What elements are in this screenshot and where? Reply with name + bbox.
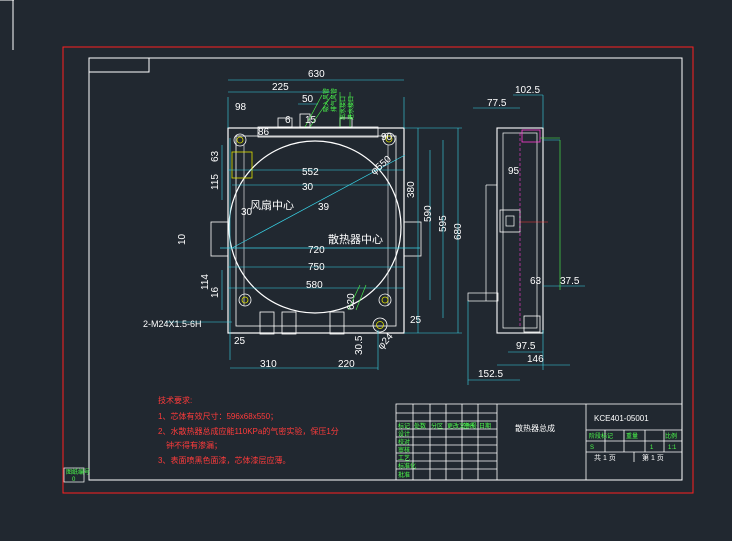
frame-tag-box <box>88 57 150 73</box>
dim-620: 620 <box>346 293 357 310</box>
corner-stamp: 图纸编号 0 <box>63 467 90 483</box>
stage-header-3: 比例 <box>665 432 677 440</box>
dim-50: 50 <box>302 94 314 105</box>
sheet-outer-border <box>62 46 694 494</box>
sign-row-1: 设计 <box>398 430 410 438</box>
dim-102-5: 102.5 <box>515 85 540 96</box>
dim-97-5: 97.5 <box>516 341 536 352</box>
dim-595: 595 <box>438 215 449 232</box>
green-label-1: 吸入风管 <box>322 88 330 112</box>
notes-line-3: 钟不得有渗漏； <box>166 440 222 450</box>
dim-10: 10 <box>177 233 188 245</box>
notes-line-4: 3、表面喷黑色面漆，芯体漆层应薄。 <box>158 455 290 465</box>
sign-row-6: 批准 <box>398 471 410 479</box>
side-view <box>467 94 585 385</box>
stage-header-1: 阶段标记 <box>589 432 613 440</box>
green-label-3: 出水接口 <box>339 96 347 120</box>
corner-stamp-line1: 图纸编号 <box>66 468 90 476</box>
sheet-total: 共 1 页 <box>594 453 616 462</box>
rev-header-4: 更改文件号 <box>447 422 477 430</box>
notes-line-1: 1、芯体有效尺寸：596x68x550； <box>158 411 278 421</box>
thread-label: 2-M24X1.5-6H <box>143 319 202 329</box>
dim-98: 98 <box>235 102 247 113</box>
dim-37-5: 37.5 <box>560 276 580 287</box>
dim-750: 750 <box>308 262 325 273</box>
front-view <box>165 79 462 370</box>
dim-77-5: 77.5 <box>487 98 507 109</box>
dim-152-5: 152.5 <box>478 369 503 380</box>
dim-115: 115 <box>210 174 221 190</box>
dim-680: 680 <box>453 223 464 240</box>
dim-720: 720 <box>308 245 325 256</box>
rev-header-2: 处数 <box>414 422 426 430</box>
dim-16: 16 <box>210 286 221 298</box>
dim-30-5: 30.5 <box>354 335 365 355</box>
rev-header-6: 日期 <box>479 422 491 430</box>
dim-63-side: 63 <box>530 276 542 287</box>
fan-center-label: 风扇中心 <box>250 198 294 212</box>
title-block <box>395 403 683 481</box>
part-name: 散热器总成 <box>515 423 555 433</box>
dim-phi24: φ24 <box>376 331 396 352</box>
dim-552: 552 <box>302 167 319 178</box>
stage-value-4: 1:1 <box>668 445 677 451</box>
dim-225: 225 <box>272 82 289 93</box>
stage-header-2: 重量 <box>626 432 638 440</box>
dim-580: 580 <box>306 280 323 291</box>
dim-63: 63 <box>210 150 221 162</box>
dim-95: 95 <box>508 166 520 177</box>
drawing-number: KCE401-05001 <box>594 414 649 423</box>
ucs-crosshair-icon <box>0 0 14 50</box>
front-view-dimensions: 630 225 50 15 6 98 90 吸入风管 排气风管 出水接口 进水接… <box>143 69 464 370</box>
sign-row-2: 校对 <box>398 438 410 446</box>
title-block-text: 散热器总成 KCE401-05001 标记 处数 分区 更改文件号 签名 日期 … <box>398 414 677 479</box>
notes-title: 技术要求: <box>158 395 192 405</box>
sheet-number: 第 1 页 <box>642 453 664 462</box>
dim-220: 220 <box>338 359 355 370</box>
stage-value-1: S <box>590 445 594 451</box>
sign-row-5: 标准化 <box>398 462 416 470</box>
sheet-inner-frame <box>88 57 683 481</box>
rev-header-1: 标记 <box>398 422 410 430</box>
green-label-2: 排气风管 <box>330 88 338 112</box>
dim-310: 310 <box>260 359 277 370</box>
dim-114: 114 <box>200 274 211 290</box>
dim-86: 86 <box>258 127 270 138</box>
corner-stamp-line2: 0 <box>72 477 76 483</box>
rev-header-5: 签名 <box>463 422 475 430</box>
dim-146: 146 <box>527 354 544 365</box>
dim-90: 90 <box>381 132 393 143</box>
dim-30b: 30 <box>302 182 314 193</box>
side-view-dimensions: 77.5 102.5 95 63 37.5 97.5 146 152.5 <box>478 85 580 380</box>
dim-15: 15 <box>305 115 317 126</box>
dim-25-left: 25 <box>234 336 246 347</box>
stage-value-3: 1 <box>650 445 654 451</box>
dim-30: 30 <box>241 207 253 218</box>
dim-380: 380 <box>406 181 417 198</box>
sign-row-3: 审核 <box>398 446 410 454</box>
technical-requirements: 技术要求: 1、芯体有效尺寸：596x68x550； 2、水散热器总成应能110… <box>158 395 339 465</box>
dim-590: 590 <box>423 205 434 222</box>
notes-line-2: 2、水散热器总成应能110KPa的气密实验，保压1分 <box>158 426 339 436</box>
dim-phi550: φ550 <box>369 154 394 178</box>
rev-header-3: 分区 <box>431 422 443 430</box>
dim-39: 39 <box>318 202 330 213</box>
dim-25-right: 25 <box>410 315 422 326</box>
green-label-4: 进水接口 <box>347 96 355 120</box>
sign-row-4: 工艺 <box>398 454 410 462</box>
dim-630: 630 <box>308 69 325 80</box>
dim-6: 6 <box>285 115 291 126</box>
radiator-center-label: 散热器中心 <box>328 232 383 246</box>
